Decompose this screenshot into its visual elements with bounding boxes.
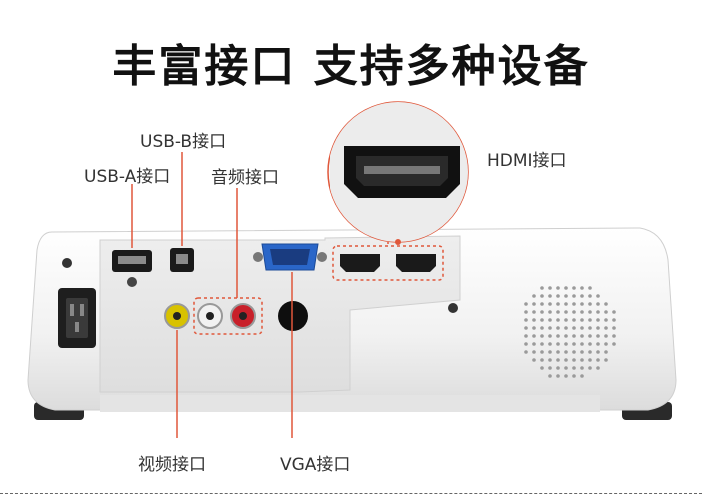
usb-b-label: USB-B接口 — [140, 132, 227, 152]
ir-sensor — [278, 301, 308, 331]
lock-screw-icon — [127, 277, 137, 287]
hdmi-port-2 — [396, 254, 436, 272]
leader-lines — [131, 152, 389, 438]
page-title: 丰富接口 支持多种设备 — [112, 41, 590, 92]
audio-label: 音频接口 — [211, 168, 279, 188]
audio-highlight-box — [193, 297, 263, 335]
projector-bottom-band — [100, 395, 600, 412]
hdmi-label: HDMI接口 — [487, 151, 567, 171]
usb-a-label: USB-A接口 — [84, 167, 171, 187]
hdmi-port-1 — [340, 254, 380, 272]
screw-icon — [62, 258, 72, 268]
dashed-divider — [0, 493, 702, 494]
hdmi-highlight-box — [332, 245, 444, 281]
screw-icon — [448, 303, 458, 313]
speaker-grille — [524, 286, 616, 378]
vga-label: VGA接口 — [280, 455, 351, 475]
hdmi-zoom-circle — [327, 101, 469, 245]
video-label: 视频接口 — [138, 455, 206, 475]
